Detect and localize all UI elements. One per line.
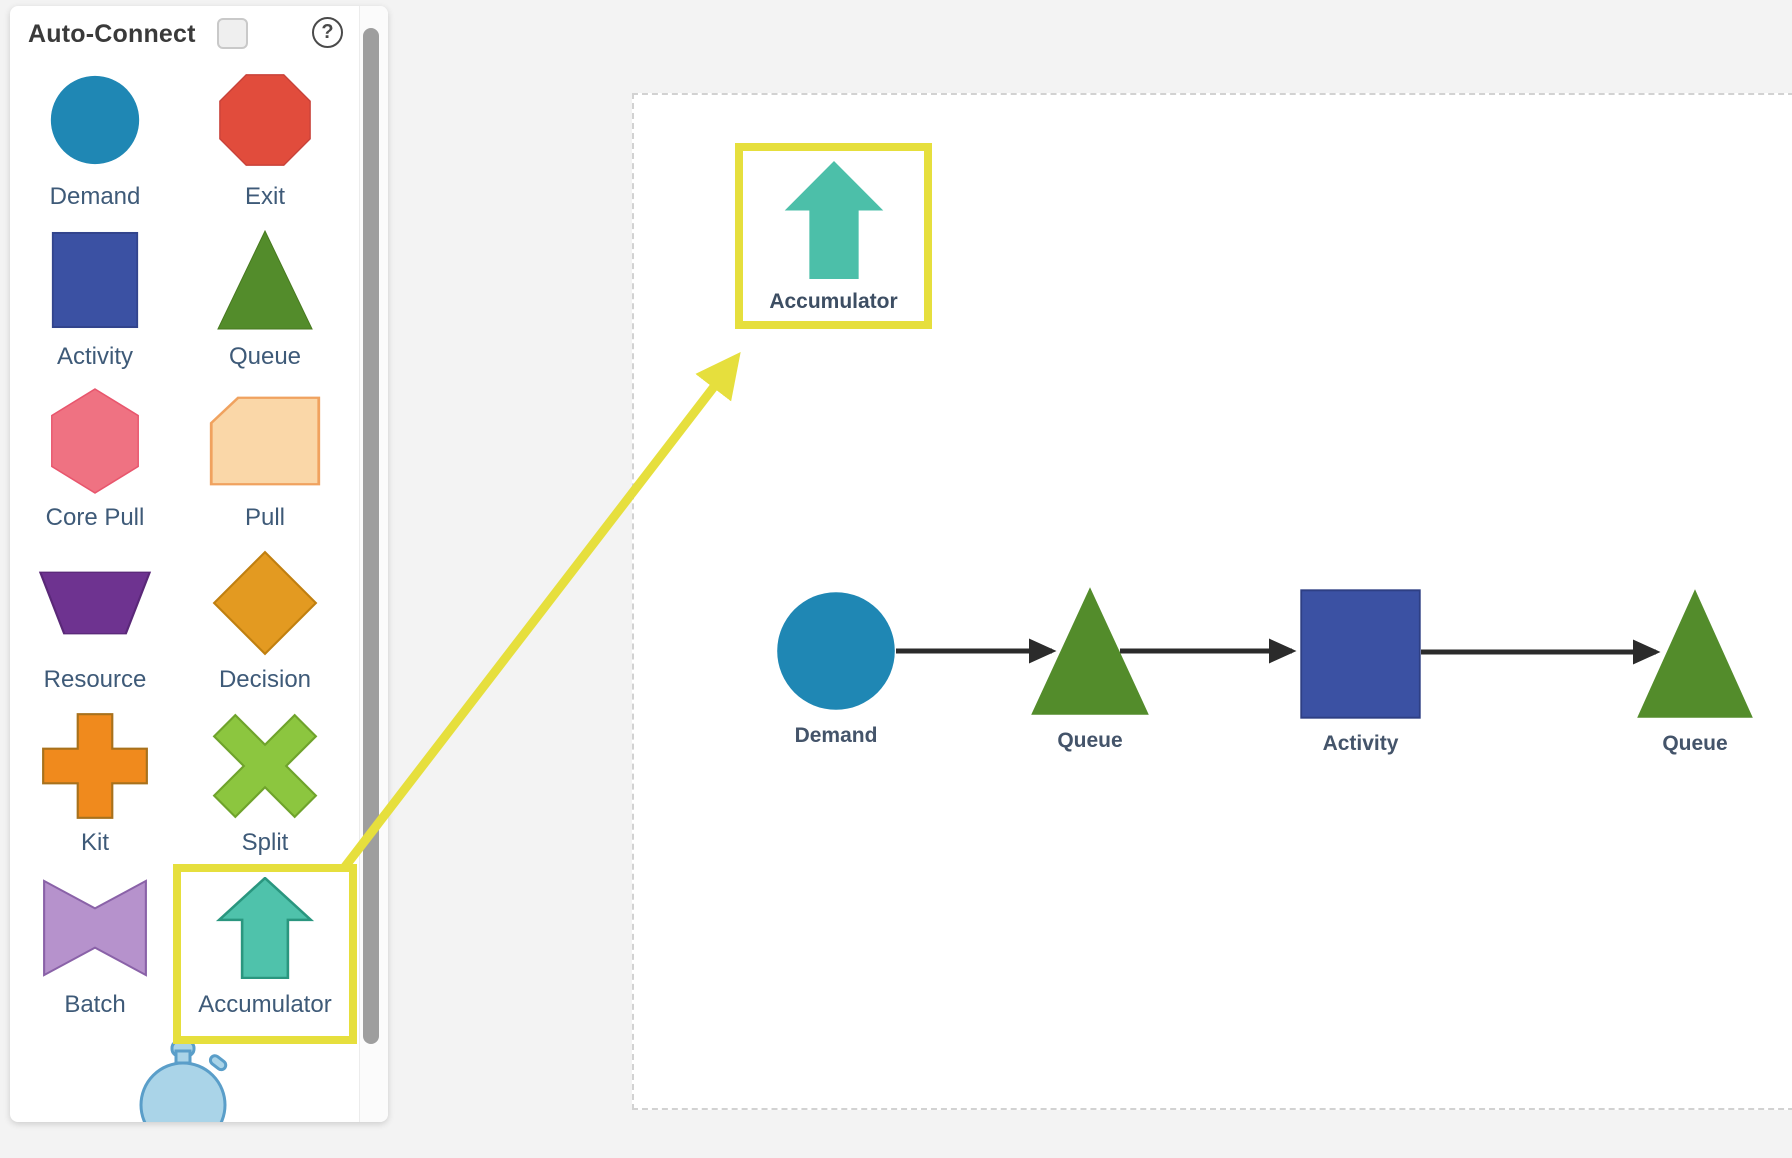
canvas-activity-node[interactable]: Activity [1300, 589, 1421, 756]
palette-item-batch[interactable]: Batch [20, 876, 170, 1018]
palette-item-demand[interactable]: Demand [20, 68, 170, 210]
canvas-demand-node[interactable]: Demand [776, 591, 896, 748]
palette-item-core-pull[interactable]: Core Pull [20, 388, 170, 531]
square-icon [1300, 589, 1421, 719]
palette-item-label: Accumulator [198, 991, 332, 1018]
palette-item-label: Kit [80, 829, 109, 856]
palette-item-accumulator[interactable]: Accumulator [190, 876, 340, 1018]
palette-item-label: Exit [244, 183, 285, 210]
palette-item-kit[interactable]: Kit [20, 713, 170, 856]
diamond-icon [212, 550, 318, 656]
arrow-up-icon [784, 161, 883, 279]
palette-item-label: Split [241, 829, 289, 856]
palette-item-pull[interactable]: Pull [190, 389, 340, 531]
palette-item-queue[interactable]: Queue [190, 228, 340, 370]
trapezoid-icon [38, 571, 152, 635]
stopwatch-icon [139, 1039, 228, 1122]
circle-icon [50, 75, 140, 165]
triangle-icon [217, 229, 313, 330]
panel-title: Auto-Connect [28, 20, 196, 48]
canvas-node-label: Accumulator [769, 290, 898, 313]
shape-palette-panel: Auto-Connect ? Demand Exit Activity Queu… [10, 6, 388, 1122]
canvas-queue-node[interactable]: Queue [1636, 588, 1754, 756]
canvas-node-label: Queue [1662, 732, 1728, 755]
square-icon [51, 231, 139, 329]
palette-item-label: Activity [56, 343, 133, 370]
palette-item-exit[interactable]: Exit [190, 68, 340, 210]
canvas-node-label: Activity [1322, 732, 1399, 755]
circle-icon [777, 592, 895, 710]
arrow-up-icon [215, 877, 315, 979]
palette-item-stopwatch[interactable] [122, 1038, 242, 1122]
canvas-node-label: Queue [1057, 729, 1123, 752]
palette-item-split[interactable]: Split [190, 713, 340, 856]
palette-item-resource[interactable]: Resource [20, 551, 170, 693]
palette-item-label: Queue [228, 343, 302, 370]
canvas-accumulator-node[interactable]: Accumulator [735, 143, 932, 329]
palette-item-label: Decision [218, 666, 312, 693]
bowtie-icon [43, 879, 147, 977]
auto-connect-checkbox[interactable] [217, 18, 248, 49]
palette-item-label: Demand [49, 183, 141, 210]
triangle-icon [1637, 589, 1753, 718]
model-canvas[interactable]: Accumulator Demand Queue Activity Queue [632, 93, 1792, 1110]
cross-icon [42, 713, 148, 819]
palette-item-activity[interactable]: Activity [20, 228, 170, 370]
palette-item-decision[interactable]: Decision [190, 550, 340, 693]
hexagon-icon [51, 388, 139, 494]
palette-item-label: Pull [244, 504, 286, 531]
palette-item-label: Core Pull [45, 504, 145, 531]
octagon-icon [219, 74, 311, 166]
clipped-rectangle-icon [209, 396, 321, 486]
triangle-icon [1031, 587, 1149, 715]
x-cross-icon [212, 713, 318, 819]
canvas-queue-node[interactable]: Queue [1030, 586, 1150, 753]
canvas-node-label: Demand [794, 724, 878, 747]
palette-item-label: Resource [43, 666, 147, 693]
palette-scrollbar-thumb[interactable] [363, 28, 379, 1044]
palette-item-label: Batch [64, 991, 126, 1018]
help-icon[interactable]: ? [312, 17, 343, 48]
